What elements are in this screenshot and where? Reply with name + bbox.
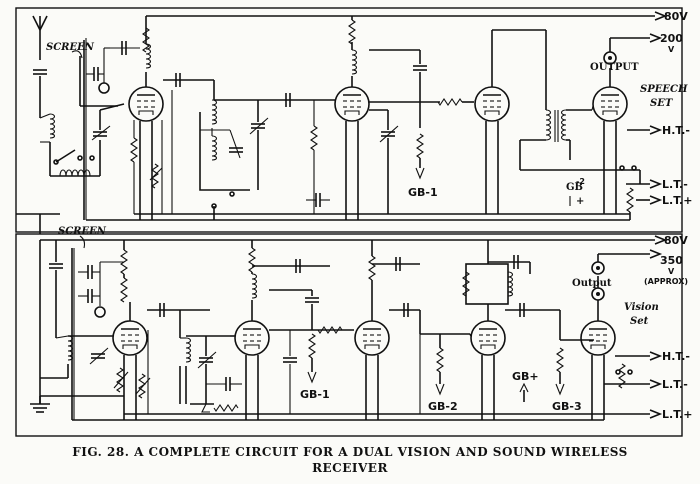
resistor-icon bbox=[130, 137, 138, 163]
valve-vv4-icon bbox=[470, 320, 506, 356]
set-label-bottom: Set bbox=[630, 316, 649, 327]
rail-200v-unit: V bbox=[668, 45, 675, 54]
grid-leak-icon bbox=[556, 347, 564, 373]
resistor-icon bbox=[348, 19, 356, 45]
grid-leak-icon bbox=[310, 125, 318, 151]
resistor-icon bbox=[213, 404, 239, 412]
gbplus-bottom-label: GB+ bbox=[512, 370, 539, 383]
meter-icon bbox=[94, 306, 106, 318]
screen-capacitor-icon bbox=[87, 288, 93, 304]
valve-v3-icon bbox=[474, 86, 510, 122]
resistor-icon bbox=[368, 255, 376, 281]
resistor-icon bbox=[248, 247, 256, 273]
filament-rheostat-icon bbox=[626, 187, 634, 213]
rail-approx: (APPROX) bbox=[644, 277, 688, 286]
rail-80v-top: 80V bbox=[664, 10, 688, 23]
grid-leak-icon bbox=[308, 333, 316, 359]
gb2-top-label-a: GB bbox=[566, 182, 583, 193]
gb1-bottom-label: GB-1 bbox=[300, 388, 330, 401]
rail-350v: 350 bbox=[660, 254, 683, 267]
bypass-capacitor-icon bbox=[225, 376, 231, 392]
rheostat-icon bbox=[116, 367, 124, 393]
output-label-top: OUTPUT bbox=[590, 62, 639, 73]
valve-vv1-icon bbox=[112, 320, 148, 356]
valve-vv3-icon bbox=[354, 320, 390, 356]
aerial-capacitor-icon bbox=[48, 263, 64, 269]
tuning-capacitor-icon bbox=[228, 147, 244, 153]
band-coil-icon bbox=[211, 135, 218, 161]
anode-choke-v2-icon bbox=[351, 49, 358, 75]
tuned-coil-icon bbox=[185, 337, 192, 363]
gb2-top-label-b: -2 bbox=[576, 177, 585, 186]
rail-ht-top: H.T.- bbox=[662, 124, 690, 137]
screen-capacitor-icon bbox=[93, 66, 99, 82]
rail-lt-minus-bottom: L.T.- bbox=[662, 378, 688, 391]
output-label-bottom: Output bbox=[572, 278, 612, 289]
gb2-top-plus: + bbox=[576, 196, 584, 207]
band-coil-icon bbox=[211, 99, 218, 125]
valve-vv5-icon bbox=[580, 320, 616, 356]
valve-vv2-icon bbox=[234, 320, 270, 356]
rail-200v: 200 bbox=[660, 32, 683, 45]
gb1-top-label: GB-1 bbox=[408, 186, 438, 199]
resistor-icon bbox=[120, 277, 128, 303]
anode-capacitor-icon bbox=[304, 297, 320, 303]
anode-network-icon bbox=[465, 263, 509, 305]
grid-leak-icon bbox=[436, 347, 444, 373]
aerial-coil-icon bbox=[49, 113, 56, 139]
rail-lt-minus-top: L.T.- bbox=[662, 178, 688, 191]
set-label-top: SET bbox=[650, 98, 674, 109]
decoupling-capacitor-icon bbox=[315, 192, 321, 208]
bypass-capacitor-icon bbox=[282, 357, 298, 363]
antenna-icon bbox=[32, 15, 48, 60]
vision-set-frame bbox=[15, 233, 683, 437]
speech-set-frame bbox=[15, 7, 683, 233]
earth-icon bbox=[30, 403, 50, 413]
meter-icon bbox=[98, 82, 110, 94]
grid-stopper-icon bbox=[317, 326, 343, 334]
rail-80v-bottom: 80V bbox=[664, 234, 688, 247]
rheostat-icon bbox=[138, 373, 146, 399]
screen-capacitor-icon bbox=[87, 264, 93, 280]
valve-v2-icon bbox=[334, 86, 370, 122]
gb3-bottom-label: GB-3 bbox=[552, 400, 582, 413]
gb2-bottom-label: GB-2 bbox=[428, 400, 458, 413]
output-transformer-icon bbox=[545, 109, 567, 142]
rail-lt-plus-bottom: L.T.+ bbox=[662, 408, 692, 421]
rail-350v-unit: V bbox=[668, 267, 675, 276]
resistor-icon bbox=[416, 133, 424, 159]
anode-choke-icon bbox=[251, 273, 258, 299]
speech-label: SPEECH bbox=[640, 84, 688, 95]
screen-label-bottom: SCREEN bbox=[58, 226, 107, 237]
rail-ht-bottom: H.T.- bbox=[662, 350, 690, 363]
grid-stopper-icon bbox=[437, 98, 463, 106]
anode-capacitor-icon bbox=[412, 65, 428, 71]
rail-lt-plus-top: L.T.+ bbox=[662, 194, 692, 207]
screen-label-top: SCREEN bbox=[46, 42, 95, 53]
caption-line-1: FIG. 28. A COMPLETE CIRCUIT FOR A DUAL V… bbox=[72, 445, 628, 459]
rheostat-icon bbox=[151, 163, 159, 189]
valve-v4-icon bbox=[592, 86, 628, 122]
antenna-capacitor-icon bbox=[32, 69, 48, 75]
switch-icon bbox=[55, 149, 76, 163]
caption-line-2: RECEIVER bbox=[312, 461, 388, 475]
vision-label: Vision bbox=[624, 302, 659, 313]
valve-v1-icon bbox=[128, 86, 164, 122]
resistor-icon bbox=[462, 271, 470, 297]
